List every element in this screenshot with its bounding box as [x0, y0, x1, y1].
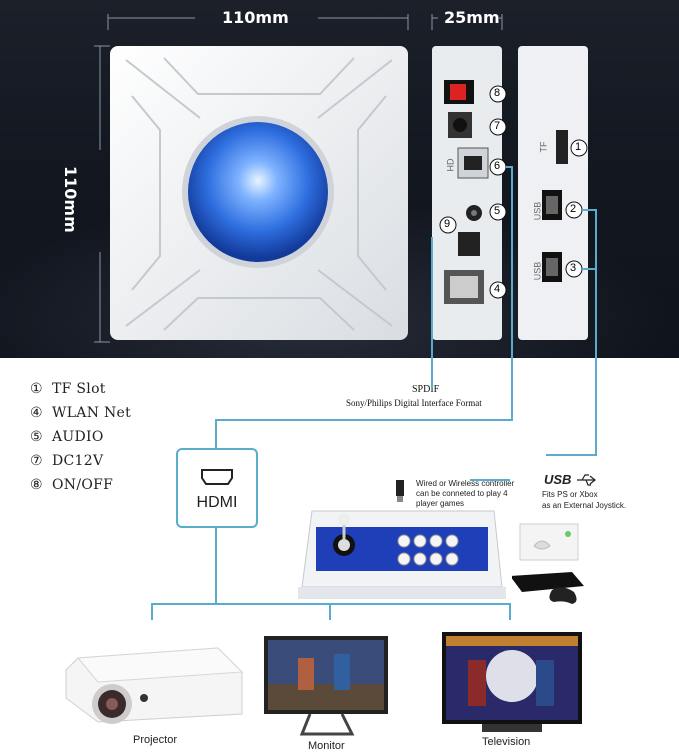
hdmi-label: HDMI: [196, 494, 238, 511]
marker-6: 6: [494, 160, 501, 172]
marker-3: 3: [570, 262, 577, 274]
monitor-label: Monitor: [308, 740, 345, 752]
usb-title: USB: [544, 472, 572, 487]
usb-desc-line1: Fits PS or Xbox: [542, 490, 598, 499]
usb-icon: [577, 474, 596, 486]
television-image: [442, 632, 582, 732]
marker-4: 4: [494, 283, 501, 295]
arcade-controller-image: [298, 510, 506, 599]
hdmi-box: HDMI: [176, 448, 258, 528]
television-label: Television: [482, 736, 531, 748]
projector-label: Projector: [133, 734, 178, 746]
game-consoles-image: [512, 523, 584, 604]
marker-9: 9: [444, 218, 451, 230]
marker-2: 2: [570, 203, 577, 215]
monitor-image: [264, 636, 388, 736]
marker-7: 7: [494, 120, 501, 132]
spdif-title: SPDIF: [412, 384, 440, 395]
marker-1: 1: [575, 141, 582, 153]
usb-dongle-icon: [396, 480, 404, 502]
marker-8: 8: [494, 87, 501, 99]
product-dimensions-panel: 110mm 25mm 110mm: [0, 0, 679, 358]
port-markers: [439, 85, 588, 299]
width-dimension: 110mm: [222, 8, 289, 27]
projector-image: [65, 647, 244, 724]
hdmi-connector-icon: [201, 469, 233, 485]
marker-5: 5: [494, 205, 501, 217]
usb-desc-line2: as an External Joystick.: [542, 501, 627, 510]
controller-note: Wired or Wireless controller can be conn…: [416, 479, 515, 508]
depth-dimension: 25mm: [444, 8, 500, 27]
spdif-description: Sony/Philips Digital Interface Format: [346, 398, 482, 408]
